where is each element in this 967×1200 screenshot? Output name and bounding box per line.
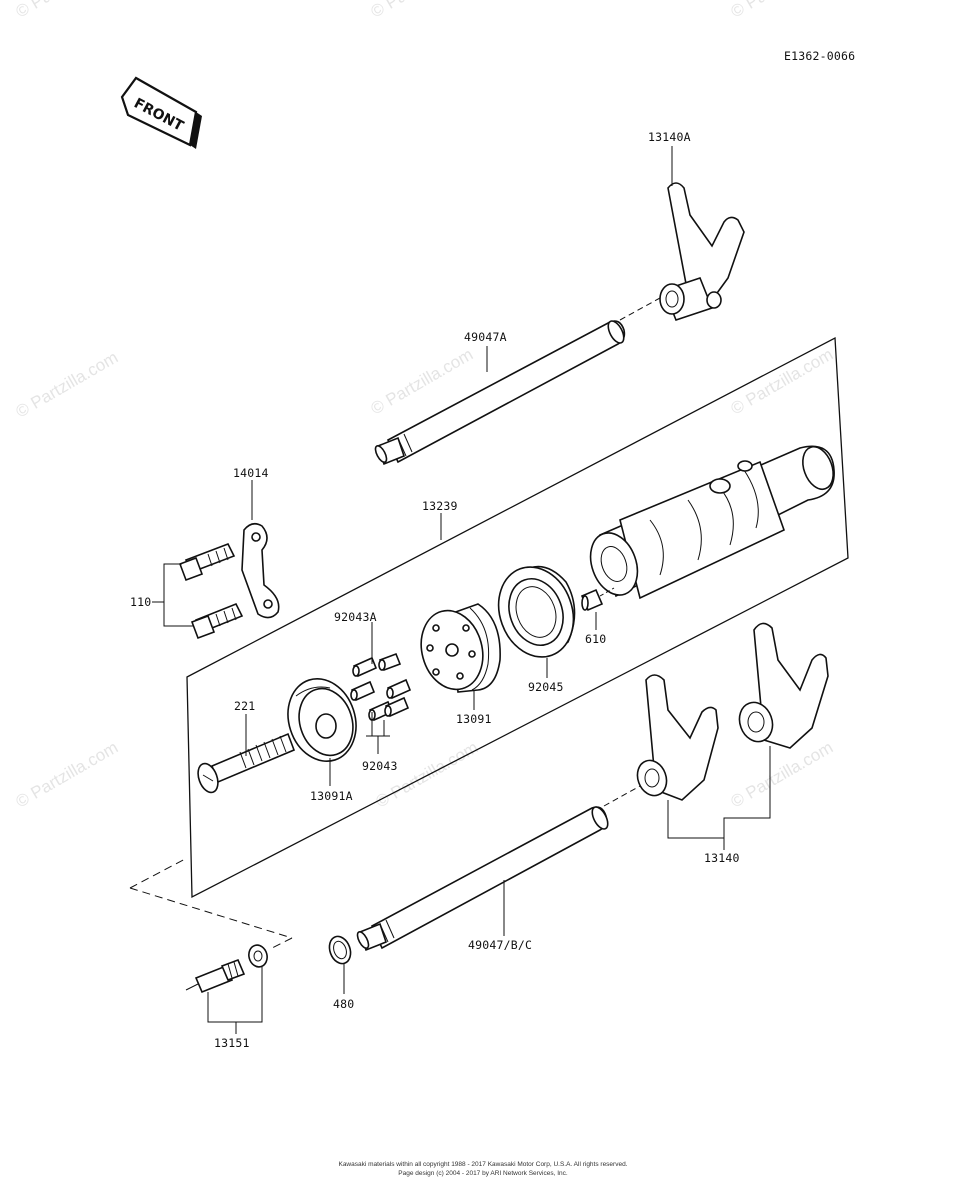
part-label: 13239 [422, 499, 458, 513]
part-labels: 13140A 49047A 14014 13239 110 92043A 610… [130, 130, 740, 1050]
part-label: 13091 [456, 712, 492, 726]
part-label: 14014 [233, 466, 269, 480]
shift-rod-49047bc [356, 785, 641, 952]
shift-forks-13140 [636, 622, 829, 801]
watermark-layer: © Partzilla.com © Partzilla.com © Partzi… [13, 0, 837, 811]
watermark: © Partzilla.com [13, 0, 122, 21]
shift-fork-13140a [659, 182, 745, 321]
dashed-leader [129, 857, 293, 949]
cam-plate-13091a [287, 677, 357, 763]
part-label: 92043A [334, 610, 377, 624]
watermark: © Partzilla.com [373, 738, 482, 812]
part-label: 610 [585, 632, 606, 646]
bearing-92045 [497, 565, 576, 658]
part-label: 480 [333, 997, 354, 1011]
copyright-line: Kawasaki materials within all copyright … [338, 1161, 627, 1168]
part-label: 92045 [528, 680, 564, 694]
part-label: 13140A [648, 130, 691, 144]
copyright-line: Page design (c) 2004 - 2017 by ARI Netwo… [398, 1170, 568, 1177]
part-label: 13091A [310, 789, 353, 803]
part-label: 13151 [214, 1036, 250, 1050]
part-label: 221 [234, 699, 255, 713]
footer: Kawasaki materials within all copyright … [338, 1161, 627, 1177]
watermark: © Partzilla.com [13, 738, 122, 812]
watermark: © Partzilla.com [13, 348, 122, 422]
assembly-outline [186, 336, 849, 899]
part-label: 49047A [464, 330, 507, 344]
watermark: © Partzilla.com [728, 345, 837, 419]
bolt-221 [197, 732, 296, 794]
shift-cam-13091 [420, 603, 501, 693]
leader-lines [152, 146, 771, 1034]
pin-610 [580, 587, 615, 612]
part-label: 13140 [704, 851, 740, 865]
front-arrow-icon: FRONT [120, 76, 202, 149]
watermark: © Partzilla.com [368, 0, 477, 21]
pins-92043 [350, 652, 412, 722]
bracket-14014 [241, 522, 280, 619]
circlip-480 [328, 935, 352, 965]
watermark: © Partzilla.com [728, 738, 837, 812]
part-label: 92043 [362, 759, 398, 773]
diagram-code: E1362-0066 [784, 49, 855, 63]
neutral-switch-13151 [185, 944, 268, 994]
watermark: © Partzilla.com [728, 0, 837, 21]
shift-rod-49047a [374, 297, 661, 466]
part-label: 110 [130, 595, 151, 609]
bolts-110 [178, 542, 244, 640]
shift-drum [589, 445, 835, 600]
part-label: 49047/B/C [468, 938, 532, 952]
